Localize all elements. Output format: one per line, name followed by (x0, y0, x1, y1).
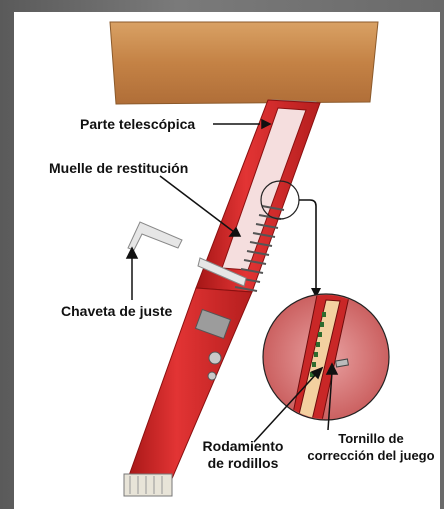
label-roller-bearing: Rodamiento de rodillos (196, 438, 290, 472)
label-roller-bearing-line1: Rodamiento (196, 438, 290, 455)
wooden-board (110, 22, 378, 104)
zoom-connector-line (299, 200, 316, 290)
label-adjustment-screw-line2: corrección del juego (302, 447, 440, 464)
label-adjustment-screw-line1: Tornillo de (302, 430, 440, 447)
label-adjustment-screw: Tornillo de corrección del juego (302, 430, 440, 464)
label-telescopic-part: Parte telescópica (80, 116, 195, 133)
label-return-spring: Muelle de restitución (49, 160, 188, 177)
zoom-detail (263, 290, 389, 430)
label-adjustment-key: Chaveta de juste (61, 303, 172, 320)
label-roller-bearing-line2: de rodillos (196, 455, 290, 472)
